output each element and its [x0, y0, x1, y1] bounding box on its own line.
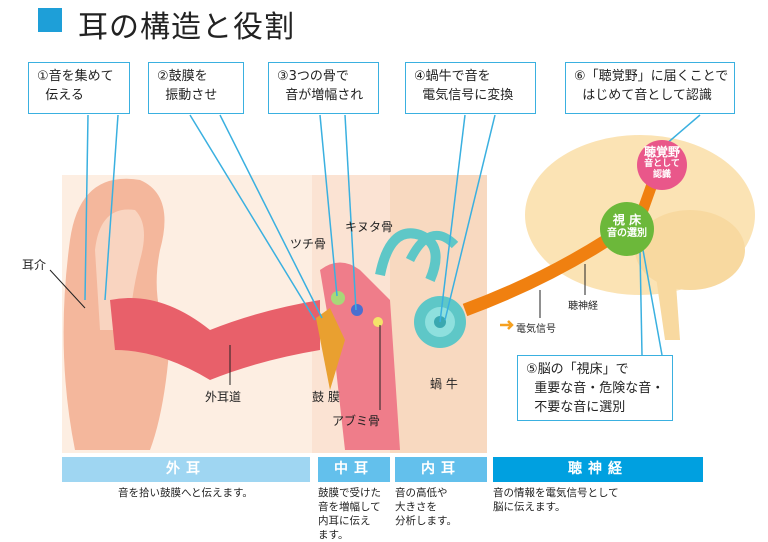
label-nerve: 聴神経 [568, 301, 598, 312]
label-hammer: ツチ骨 [290, 237, 327, 251]
section-middle-ear: 中耳 [318, 457, 390, 482]
ear-canal [110, 298, 320, 380]
hammer-bone [331, 291, 345, 305]
desc-inner-ear: 音の高低や 大きさを 分析します。 [395, 487, 457, 527]
stirrup-bone [373, 317, 383, 327]
desc-outer-ear: 音を拾い鼓膜へと伝えます。 [118, 487, 253, 499]
label-stirrup: アブミ骨 [332, 414, 381, 428]
callout-4: ④蝸牛で音を 電気信号に変換 [405, 62, 536, 114]
section-nerve: 聴神経 [493, 457, 703, 482]
label-cochlea: 蝸 牛 [430, 377, 458, 391]
eardrum [316, 308, 345, 390]
anvil-bone [351, 304, 363, 316]
thalamus-sub: 音の選別 [607, 228, 647, 239]
label-ear-canal: 外耳道 [205, 390, 242, 404]
desc-middle-ear: 鼓膜で受けた 音を増幅して 内耳に伝え ます。 [318, 487, 381, 541]
callout-3: ③3つの骨で 音が増幅され [268, 62, 379, 114]
callout-5: ⑤脳の「視床」で 重要な音・危険な音・ 不要な音に選別 [517, 355, 673, 421]
title-marker [38, 8, 62, 32]
callout-2: ②鼓膜を 振動させ [148, 62, 244, 114]
callout-1: ①音を集めて 伝える [28, 62, 130, 114]
thalamus-title: 視 床 [612, 213, 642, 227]
semicircular-canal [375, 228, 441, 282]
label-pinna: 耳介 [22, 258, 47, 272]
page-title: 耳の構造と役割 [78, 10, 295, 45]
label-anvil: キヌタ骨 [345, 220, 394, 234]
auditory-cortex-title: 聴覚野 [643, 145, 680, 159]
auditory-cortex-sub: 音として 認識 [644, 159, 680, 180]
auditory-cortex: 聴覚野 音として 認識 [637, 140, 687, 190]
label-signal: 電気信号 [516, 324, 556, 335]
desc-nerve: 音の情報を電気信号として 脳に伝えます。 [493, 487, 619, 513]
section-inner-ear: 内耳 [395, 457, 487, 482]
callout-lines [84, 114, 701, 356]
thalamus: 視 床 音の選別 [600, 202, 654, 256]
section-outer-ear: 外耳 [62, 457, 310, 482]
signal-arrow-icon [500, 320, 514, 330]
label-eardrum: 鼓 膜 [312, 390, 340, 404]
callout-6: ⑥「聴覚野」に届くことで はじめて音として認識 [565, 62, 735, 114]
brainstem [655, 270, 680, 340]
label-leader-lines [49, 264, 586, 410]
